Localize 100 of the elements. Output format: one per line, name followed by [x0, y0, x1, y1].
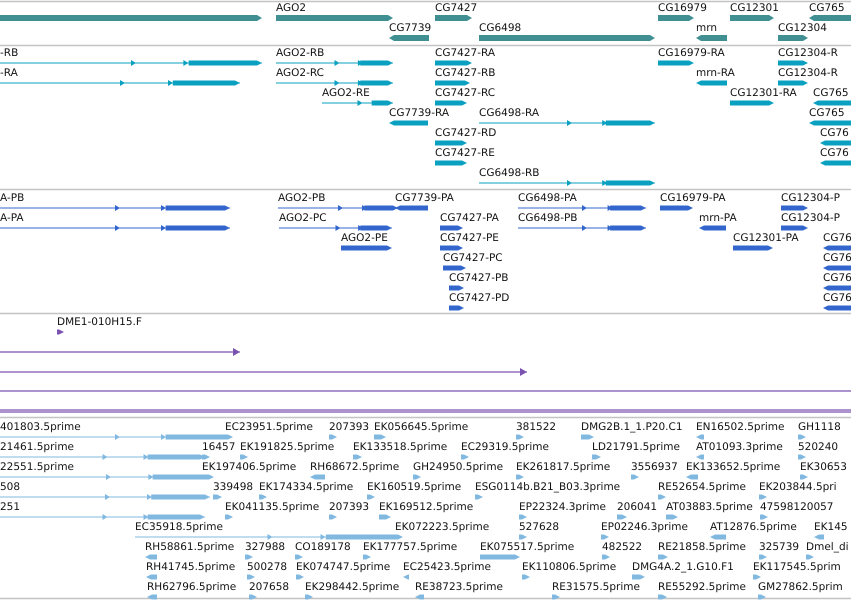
feature-label: EK041135.5prime [225, 501, 320, 513]
feature-label: RH68672.5prime [310, 461, 400, 473]
feature-label: mrn-RA [696, 67, 735, 79]
feature-label: EC23951.5prime [225, 421, 313, 433]
feature-label: CG76 [823, 252, 851, 264]
feature-label: DME1-010H15.F [57, 316, 142, 328]
feature-label: AGO2-RC [276, 67, 324, 79]
feature-label: -RA [0, 67, 18, 79]
feature-label: 401803.5prime [0, 421, 81, 433]
feature-label: mrn [696, 22, 718, 34]
feature-label: EC29319.5prime [461, 441, 549, 453]
feature-label: CG16979 [658, 2, 707, 14]
feature-label: EK30653 [800, 461, 847, 473]
feature-label: EK191825.5prime [240, 441, 334, 453]
feature-label: 482522 [602, 541, 642, 553]
feature-label: CG76 [820, 127, 849, 139]
feature-label: EK056645.5prime [374, 421, 468, 433]
feature-label: CG7739-PA [395, 192, 454, 204]
feature-label: CG12304-P [781, 212, 840, 224]
feature-label: 207658 [249, 581, 290, 593]
feature-label: AGO2-PC [279, 212, 327, 224]
feature-label: ESG0114b.B21_B03.3prime [475, 481, 620, 493]
feature-label: EK203844.5pri [759, 481, 837, 493]
feature-label: RE52654.5prime [658, 481, 746, 493]
feature-label: CG765 [813, 87, 849, 99]
feature-label: GM27862.5prim [758, 581, 843, 593]
feature-label: RE31575.5prime [552, 581, 640, 593]
feature-label: CG12301 [730, 2, 779, 14]
feature-label: EK075517.5prime [480, 541, 574, 553]
feature-label: CG12301-RA [730, 87, 797, 99]
feature-label: EK133518.5prime [353, 441, 448, 453]
feature-label: EK174334.5prime [259, 481, 354, 493]
feature-label: AGO2 [276, 2, 306, 14]
feature-label: mrn-PA [699, 212, 737, 224]
feature-label: CG7427-PD [449, 292, 510, 304]
feature-label: CG7427-PA [440, 212, 499, 224]
feature-label: EK169512.5prime [379, 501, 474, 513]
feature-label: 251 [0, 501, 20, 513]
feature-label: 508 [0, 481, 20, 493]
feature-label: 16457 [202, 441, 236, 453]
feature-label: EN16502.5prime [696, 421, 784, 433]
feature-label: AGO2-RB [276, 47, 324, 59]
feature-label: 3556937 [631, 461, 678, 473]
feature-label: AGO2-RE [322, 87, 370, 99]
feature-label: CG6498 [479, 22, 522, 34]
feature-label: AT12876.5prime [710, 521, 797, 533]
feature-label: RE55292.5prime [658, 581, 746, 593]
feature-label: CG7739 [389, 22, 432, 34]
feature-label: CG76 [820, 147, 849, 159]
feature-label: RH58861.5prime [145, 541, 234, 553]
feature-label: CG76 [823, 272, 851, 284]
feature-label: CG7739-RA [389, 107, 450, 119]
feature-label: LD21791.5prime [592, 441, 680, 453]
feature-label: AT01093.3prime [696, 441, 783, 453]
feature-label: RH62796.5prime [147, 581, 236, 593]
feature-label: A-PB [0, 192, 24, 204]
feature-label: RE21858.5prime [658, 541, 746, 553]
feature-label: EK110806.5prime [522, 561, 616, 573]
feature-label: AGO2-PE [341, 232, 388, 244]
feature-label: CG765 [809, 2, 845, 14]
feature-label: CG12304-R [778, 67, 838, 79]
feature-label: A-PA [0, 212, 24, 224]
feature-label: CG7427-RA [435, 47, 496, 59]
feature-label: 527628 [519, 521, 560, 533]
feature-label: CO189178 [295, 541, 351, 553]
feature-label: CG7427-RC [435, 87, 496, 99]
feature-label: -RB [0, 47, 18, 59]
feature-label: EC25423.5prime [403, 561, 491, 573]
feature-label: EK117545.5prim [753, 561, 841, 573]
feature-label: CG7427-PE [440, 232, 499, 244]
feature-label: Dmel_di [806, 541, 849, 553]
feature-label: CG7427-RE [435, 147, 495, 159]
feature-label: CG12304-P [781, 192, 840, 204]
feature-label: RH41745.5prime [146, 561, 236, 573]
feature-label: CG6498-PA [518, 192, 577, 204]
feature-label: EP22324.3prime [519, 501, 606, 513]
feature-label: EK197406.5prime [202, 461, 296, 473]
feature-label: EK072223.5prime [395, 521, 490, 533]
feature-label: EP02246.3prime [601, 521, 688, 533]
feature-label: EK261817.5prime [516, 461, 610, 473]
feature-label: 22551.5prime [0, 461, 74, 473]
feature-label: CG76 [823, 232, 851, 244]
feature-label: GH1118 [798, 421, 841, 433]
feature-label: CG16979-PA [660, 192, 726, 204]
feature-label: CG7427-PC [443, 252, 503, 264]
feature-label: 325739 [759, 541, 800, 553]
feature-label: EK160519.5prime [367, 481, 462, 493]
feature-label: DMG2B.1_1.P20.C1 [581, 421, 682, 433]
feature-label: 381522 [516, 421, 556, 433]
feature-label: AGO2-PB [278, 192, 326, 204]
feature-label: CG765 [809, 107, 845, 119]
feature-label: CG7427-RD [435, 127, 496, 139]
feature-label: EK133652.5prime [686, 461, 780, 473]
feature-label: CG6498-RB [479, 167, 540, 179]
feature-label: 500278 [247, 561, 288, 573]
feature-label: 47598120057 [760, 501, 834, 513]
feature-label: CG7427-RB [435, 67, 496, 79]
feature-label: CG6498-RA [479, 107, 540, 119]
feature-label: RE38723.5prime [415, 581, 503, 593]
feature-label: CG6498-PB [518, 212, 578, 224]
